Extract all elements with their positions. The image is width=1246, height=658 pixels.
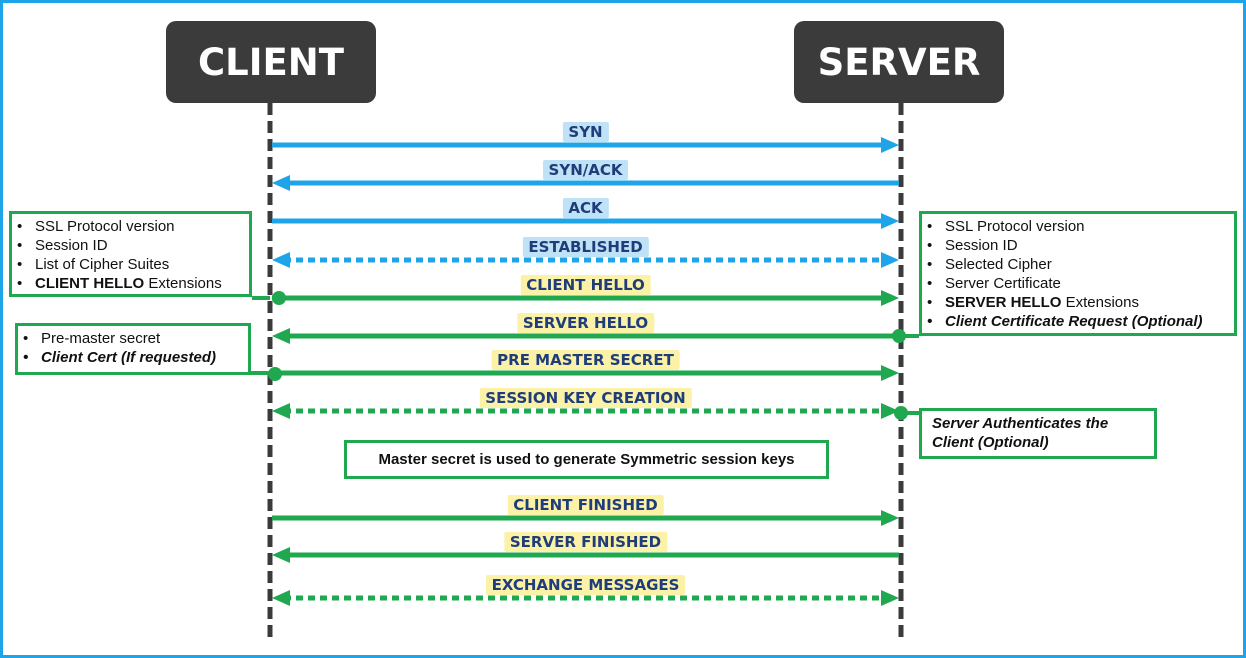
server-hello-dot — [892, 329, 906, 343]
server-hello-detail-item: SERVER HELLO Extensions — [922, 293, 1234, 312]
arrowhead-left — [272, 328, 290, 344]
master-secret-note: Master secret is used to generate Symmet… — [344, 440, 829, 479]
server-hello-detail-item: Selected Cipher — [922, 255, 1234, 274]
arrowhead-right — [881, 290, 899, 306]
client-hello-detail-item: SSL Protocol version — [12, 217, 249, 236]
sequence-lines — [251, 103, 919, 643]
server-auth-note-line1: Server Authenticates the — [932, 415, 1109, 432]
arrowhead-left — [272, 590, 290, 606]
server-auth-note-box: Server Authenticates the Client (Optiona… — [919, 408, 1157, 459]
message-label: SYN/ACK — [542, 160, 629, 180]
arrowhead-right — [881, 213, 899, 229]
premaster-dot — [268, 367, 282, 381]
message-label: SESSION KEY CREATION — [479, 388, 692, 408]
server-hello-details-box: SSL Protocol versionSession IDSelected C… — [919, 211, 1237, 336]
server-auth-dot — [894, 406, 908, 420]
arrowhead-left — [272, 403, 290, 419]
message-label: CLIENT HELLO — [520, 275, 651, 295]
arrowhead-right — [881, 137, 899, 153]
client-hello-detail-item: Session ID — [12, 236, 249, 255]
arrowhead-left — [272, 252, 290, 268]
arrowhead-left — [272, 175, 290, 191]
server-auth-note-line2: Client (Optional) — [932, 434, 1049, 451]
client-hello-dot — [272, 291, 286, 305]
server-auth-note: Server Authenticates the Client (Optiona… — [922, 411, 1154, 455]
message-label: SERVER HELLO — [516, 313, 655, 333]
server-hello-detail-item: Session ID — [922, 236, 1234, 255]
client-hello-details-list: SSL Protocol versionSession IDList of Ci… — [12, 217, 249, 293]
client-hello-detail-item: CLIENT HELLO Extensions — [12, 274, 249, 293]
arrowhead-left — [272, 547, 290, 563]
arrowhead-right — [881, 510, 899, 526]
arrowhead-right — [881, 365, 899, 381]
premaster-details-list: Pre-master secretClient Cert (If request… — [18, 329, 248, 367]
client-hello-details-box: SSL Protocol versionSession IDList of Ci… — [9, 211, 252, 297]
client-hello-detail-item: List of Cipher Suites — [12, 255, 249, 274]
message-label: SERVER FINISHED — [503, 532, 668, 552]
message-label: EXCHANGE MESSAGES — [485, 575, 686, 595]
server-hello-detail-item: Client Certificate Request (Optional) — [922, 312, 1234, 331]
arrowhead-right — [881, 403, 899, 419]
premaster-detail-item: Pre-master secret — [18, 329, 248, 348]
message-label: PRE MASTER SECRET — [491, 350, 680, 370]
arrowhead-right — [881, 252, 899, 268]
server-hello-detail-item: Server Certificate — [922, 274, 1234, 293]
message-label: SYN — [562, 122, 609, 142]
server-actor: SERVER — [794, 21, 1004, 103]
premaster-details-box: Pre-master secretClient Cert (If request… — [15, 323, 251, 375]
client-actor: CLIENT — [166, 21, 376, 103]
premaster-detail-item: Client Cert (If requested) — [18, 348, 248, 367]
message-label: ESTABLISHED — [522, 237, 649, 257]
server-hello-details-list: SSL Protocol versionSession IDSelected C… — [922, 217, 1234, 331]
message-label: CLIENT FINISHED — [507, 495, 664, 515]
arrowhead-right — [881, 590, 899, 606]
message-label: ACK — [562, 198, 609, 218]
server-hello-detail-item: SSL Protocol version — [922, 217, 1234, 236]
